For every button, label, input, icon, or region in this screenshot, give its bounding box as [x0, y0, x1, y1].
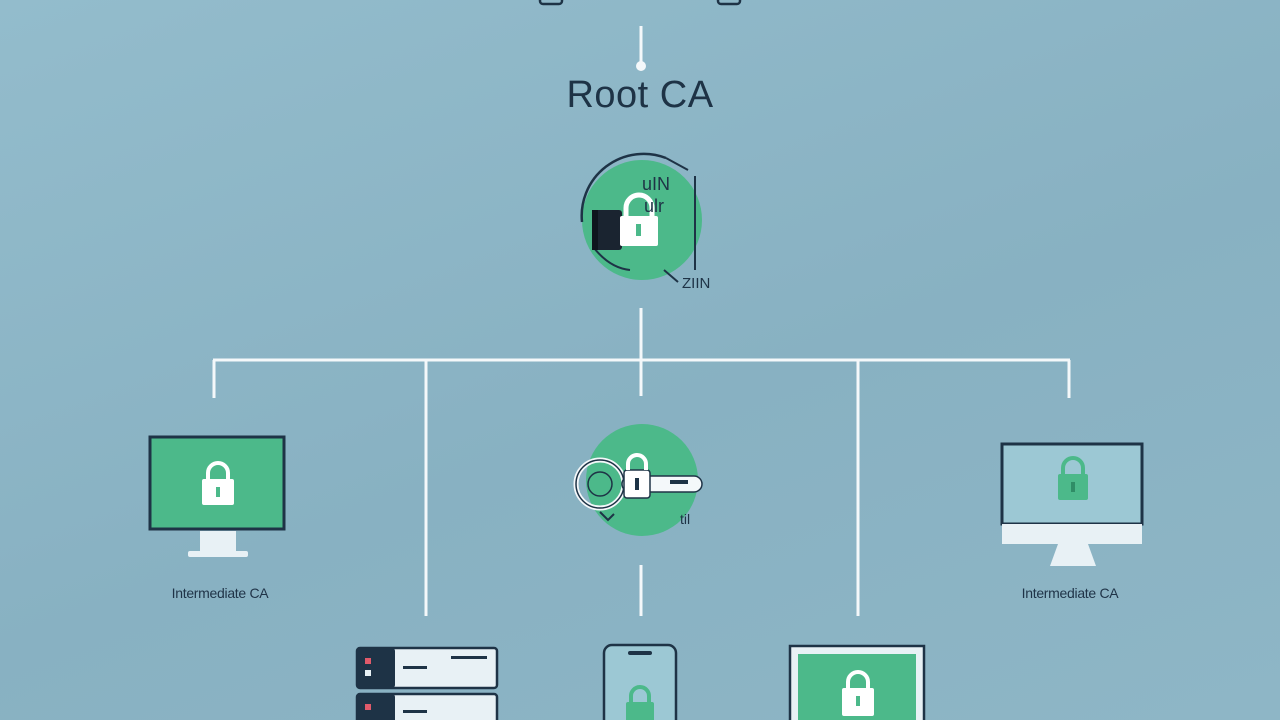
- root-caption: ZIIN: [682, 275, 710, 292]
- top-device-left-icon: [538, 0, 564, 6]
- key-lock-icon: til: [573, 424, 703, 536]
- top-connector-dot: [636, 61, 646, 71]
- root-ca-lock-icon: uIN ulr ZIIN: [580, 152, 710, 292]
- root-doodle-text-2: ulr: [644, 196, 664, 216]
- left-monitor-icon: [148, 435, 286, 557]
- key-caption: til: [680, 511, 690, 527]
- server-rack-icon: [355, 646, 499, 720]
- smartphone-icon: [602, 643, 678, 720]
- right-intermediate-label: Intermediate CA: [1021, 585, 1119, 601]
- bottom-monitor-icon: [788, 644, 926, 720]
- left-intermediate-label: Intermediate CA: [171, 585, 269, 601]
- right-monitor-icon: [1000, 442, 1144, 566]
- page-title: Root CA: [566, 74, 714, 116]
- root-doodle-text: uIN: [642, 174, 670, 194]
- top-device-right-icon: [716, 0, 742, 6]
